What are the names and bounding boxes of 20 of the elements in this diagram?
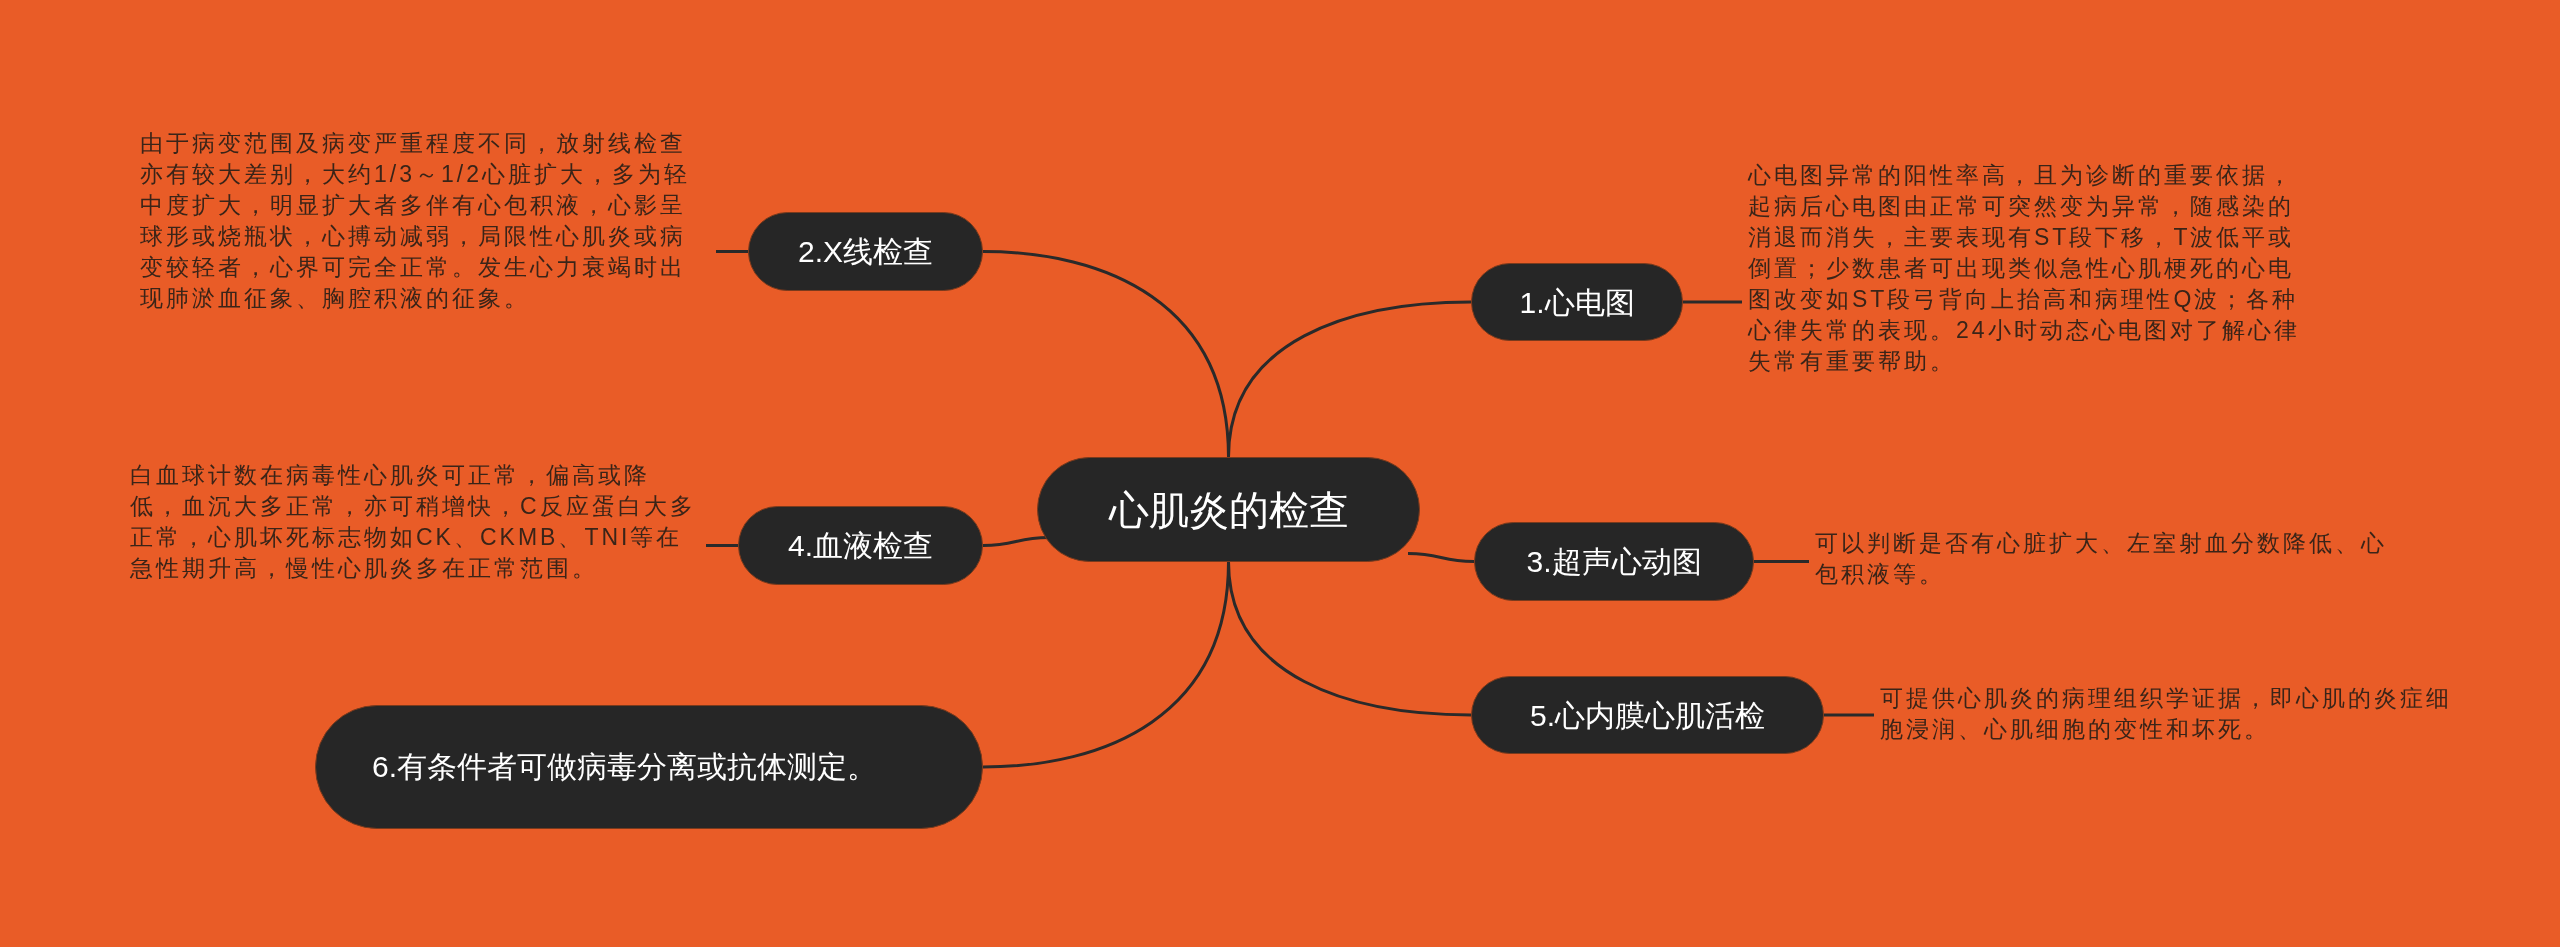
connector-line <box>1754 560 1809 563</box>
connector-line <box>982 561 1230 769</box>
topic-pill: 4.血液检查 <box>738 506 983 585</box>
connector-line <box>716 250 748 253</box>
topic-pill: 6.有条件者可做病毒分离或抗体测定。 <box>315 705 983 829</box>
connector-line <box>982 250 1230 458</box>
note-text: 可提供心肌炎的病理组织学证据，即心肌的炎症细胞浸润、心肌细胞的变性和坏死。 <box>1880 683 2455 745</box>
connector-line <box>706 544 738 547</box>
note-text: 心电图异常的阳性率高，且为诊断的重要依据，起病后心电图由正常可突然变为异常，随感染的消退而消失，主要表现有ST段下移，T波低平或倒置；少数患者可出现类似急性心肌梗死的心电图改变如ST段弓背向上抬高和病理性Q波；各种心律失常的表现。24小时动态心电图对了解心律失常有重要帮助。 <box>1748 160 2318 377</box>
connector-line <box>1683 300 1742 304</box>
topic-pill: 3.超声心动图 <box>1474 522 1754 601</box>
connector-line <box>1407 552 1475 563</box>
note-text: 白血球计数在病毒性心肌炎可正常，偏高或降低，血沉大多正常，亦可稍增快，C反应蛋白大多正常，心肌坏死标志物如CK、CKMB、TNI等在急性期升高，慢性心肌炎多在正常范围。 <box>130 460 700 584</box>
note-text: 由于病变范围及病变严重程度不同，放射线检查亦有较大差别，大约1/3～1/2心脏扩大，多为轻中度扩大，明显扩大者多伴有心包积液，心影呈球形或烧瓶状，心搏动减弱，局限性心肌炎或病变较轻者，心界可完全正常。发生心力衰竭时出现肺淤血征象、胸腔积液的征象。 <box>140 128 710 314</box>
central-topic: 心肌炎的检查 <box>1037 457 1420 562</box>
topic-pill: 5.心内膜心肌活检 <box>1471 676 1824 754</box>
topic-pill: 1.心电图 <box>1471 263 1683 341</box>
topic-pill: 2.X线检查 <box>748 212 983 291</box>
note-text: 可以判断是否有心脏扩大、左室射血分数降低、心包积液等。 <box>1815 528 2395 590</box>
connector-line <box>1824 713 1874 717</box>
